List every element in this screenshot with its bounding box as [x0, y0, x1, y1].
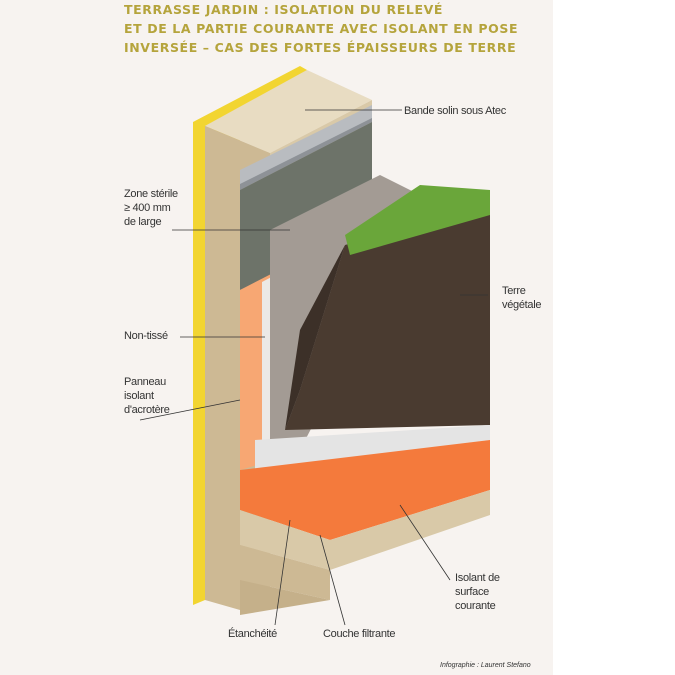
label-parapet-panel-line3: d'acrotère	[124, 404, 170, 416]
label-surface-insulation: Isolant de surface courante	[455, 571, 500, 613]
label-surface-insulation-line2: surface	[455, 586, 489, 598]
label-sterile-zone-line3: de large	[124, 216, 162, 228]
label-sterile-zone-line2: ≥ 400 mm	[124, 202, 171, 214]
title-line-3: INVERSÉE – CAS DES FORTES ÉPAISSEURS DE …	[124, 40, 517, 55]
exterior-insulation	[193, 66, 307, 605]
label-parapet-panel: Panneau isolant d'acrotère	[124, 375, 170, 417]
label-flashing-strip: Bande solin sous Atec	[404, 105, 506, 117]
title-line-2: ET DE LA PARTIE COURANTE AVEC ISOLANT EN…	[124, 21, 519, 36]
soil	[285, 205, 490, 430]
label-sterile-zone-line1: Zone stérile	[124, 188, 178, 200]
label-surface-insulation-line1: Isolant de	[455, 572, 500, 584]
label-topsoil: Terre végétale	[502, 284, 542, 312]
label-waterproofing: Étanchéité	[228, 628, 277, 640]
leader-lines	[139, 109, 488, 626]
label-parapet-panel-line2: isolant	[124, 390, 154, 402]
credit: Infographie : Laurent Stefano	[440, 662, 531, 669]
wall-top	[205, 70, 372, 153]
title-line-1: TERRASSE JARDIN : ISOLATION DU RELEVÉ	[124, 2, 443, 17]
label-non-woven: Non-tissé	[124, 330, 168, 342]
label-surface-insulation-line3: courante	[455, 600, 496, 612]
grass	[345, 185, 490, 255]
slab	[240, 490, 490, 570]
drainage-layer	[255, 425, 490, 470]
surface-insulation	[240, 440, 490, 540]
label-filter-layer: Couche filtrante	[323, 628, 396, 640]
label-parapet-panel-line1: Panneau	[124, 376, 166, 388]
label-topsoil-line2: végétale	[502, 299, 542, 311]
label-topsoil-line1: Terre	[502, 285, 526, 297]
label-sterile-zone: Zone stérile ≥ 400 mm de large	[124, 187, 178, 229]
